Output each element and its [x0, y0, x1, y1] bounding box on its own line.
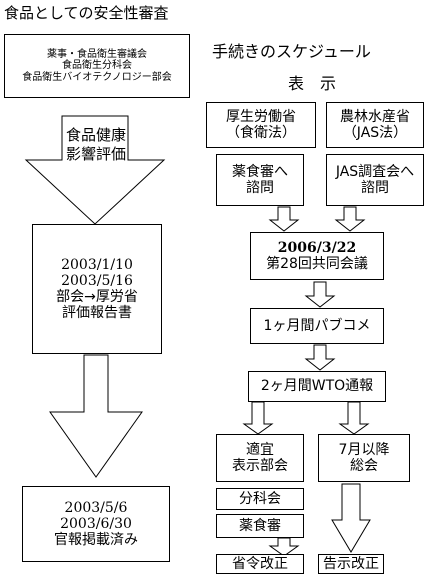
wto-box: 2ヶ月間WTO通報 [248, 371, 386, 402]
left-title: 食品としての安全性審査 [4, 4, 169, 22]
committee-line: 食品衛生バイオテクノロジー部会 [22, 71, 172, 83]
maff-consult-box: JAS調査会へ 諮問 [326, 154, 424, 206]
left-down-arrow [49, 354, 143, 478]
arrow-joint-to-pubcom [304, 281, 336, 308]
notice-box: 告示改正 [318, 554, 384, 574]
arrow-wto-to-general [338, 401, 370, 435]
pubcom-box: 1ヶ月間パブコメ [250, 308, 384, 344]
committee-line: 薬事・食品衛生審議会 [47, 48, 147, 60]
gazette-box: 2003/5/6 2003/6/30 官報掲載済み [22, 486, 170, 562]
general-box: 7月以降 総会 [318, 434, 410, 482]
arrow-wto-to-division [242, 401, 274, 435]
date-line: 2003/6/30 [60, 515, 132, 532]
gazette-line: 官報掲載済み [54, 532, 138, 549]
division-box: 適宜 表示部会 [216, 434, 304, 482]
arrow-mhlw-to-joint [268, 206, 300, 232]
joint-meeting-box: 2006/3/22 第28回共同会議 [250, 232, 384, 280]
right-title: 手続きのスケジュール [212, 42, 371, 61]
mhlw-consult-box: 薬食審へ 諮問 [216, 154, 304, 206]
assessment-arrow [24, 115, 166, 225]
date-line: 2003/1/10 [61, 256, 133, 273]
maff-box: 農林水産省 （JAS法） [326, 102, 424, 148]
report-box: 2003/1/10 2003/5/16 部会→厚労省 評価報告書 [32, 224, 162, 354]
report-line: 評価報告書 [62, 305, 132, 322]
arrow-yakushokushin-to-ordinance [268, 537, 300, 557]
subcommittee-box: 分科会 [216, 488, 304, 510]
date-line: 2003/5/6 [64, 499, 128, 516]
display-label: 表 示 [288, 74, 337, 93]
yakushokushin-box: 薬食審 [216, 514, 304, 538]
committee-line: 食品衛生分科会 [62, 60, 132, 72]
arrow-general-to-notice [331, 483, 371, 553]
arrow-pubcom-to-wto [304, 344, 336, 371]
committee-box: 薬事・食品衛生審議会 食品衛生分科会 食品衛生バイオテクノロジー部会 [4, 34, 190, 98]
report-line: 部会→厚労省 [56, 289, 138, 305]
mhlw-box: 厚生労働省 （食衛法） [206, 102, 316, 148]
date-line: 2003/5/16 [61, 272, 133, 289]
arrow-maff-to-joint [334, 206, 366, 232]
assessment-label: 食品健康 影響評価 [65, 126, 126, 163]
ordinance-box: 省令改正 [216, 554, 304, 574]
